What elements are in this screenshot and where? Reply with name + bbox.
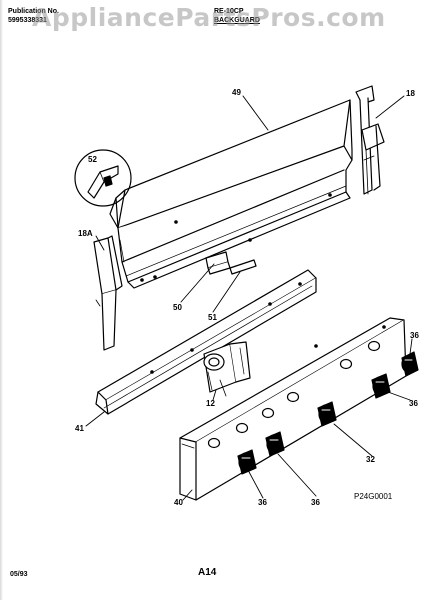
detail-circle-part xyxy=(74,149,132,207)
scan-edge xyxy=(0,0,3,600)
callout-36-right: 36 xyxy=(409,399,418,408)
clip-51-part xyxy=(229,259,257,275)
leader-lines xyxy=(85,95,413,501)
callout-18: 18 xyxy=(406,89,415,98)
footer-date: 05/93 xyxy=(10,571,28,578)
callout-41: 41 xyxy=(75,424,84,433)
callout-50: 50 xyxy=(173,303,182,312)
backguard-panel-part xyxy=(109,99,353,289)
callout-40: 40 xyxy=(174,498,183,507)
knob-top-part xyxy=(401,351,419,377)
callout-12: 12 xyxy=(206,399,215,408)
clip-50-part xyxy=(205,251,231,275)
callout-36-bottom-a: 36 xyxy=(258,498,267,507)
knob-32-part xyxy=(317,401,337,427)
page-number: A14 xyxy=(198,567,217,578)
callout-32: 32 xyxy=(366,455,375,464)
lower-rail-part xyxy=(95,269,317,415)
callout-18a: 18A xyxy=(78,229,93,238)
knob-bottom-b-part xyxy=(265,431,285,457)
callout-51: 51 xyxy=(208,313,217,322)
switch-assembly-part xyxy=(203,341,251,397)
knob-bottom-a-part xyxy=(237,449,257,475)
figure-code: P24G0001 xyxy=(354,492,393,501)
model-number: RE-10CP xyxy=(214,8,244,15)
publication-number: 5995338331 xyxy=(8,17,47,24)
callout-36-top: 36 xyxy=(410,331,419,340)
right-end-bracket-part xyxy=(355,85,385,195)
publication-label: Publication No. xyxy=(8,8,59,15)
knob-right-part xyxy=(371,373,391,399)
callout-36-bottom-b: 36 xyxy=(311,498,320,507)
callout-52: 52 xyxy=(88,155,97,164)
section-title: BACKGUARD xyxy=(214,17,260,24)
watermark: AppliancePartsPros.com xyxy=(32,3,386,32)
callout-49: 49 xyxy=(232,88,241,97)
left-end-bracket-part xyxy=(93,235,123,351)
